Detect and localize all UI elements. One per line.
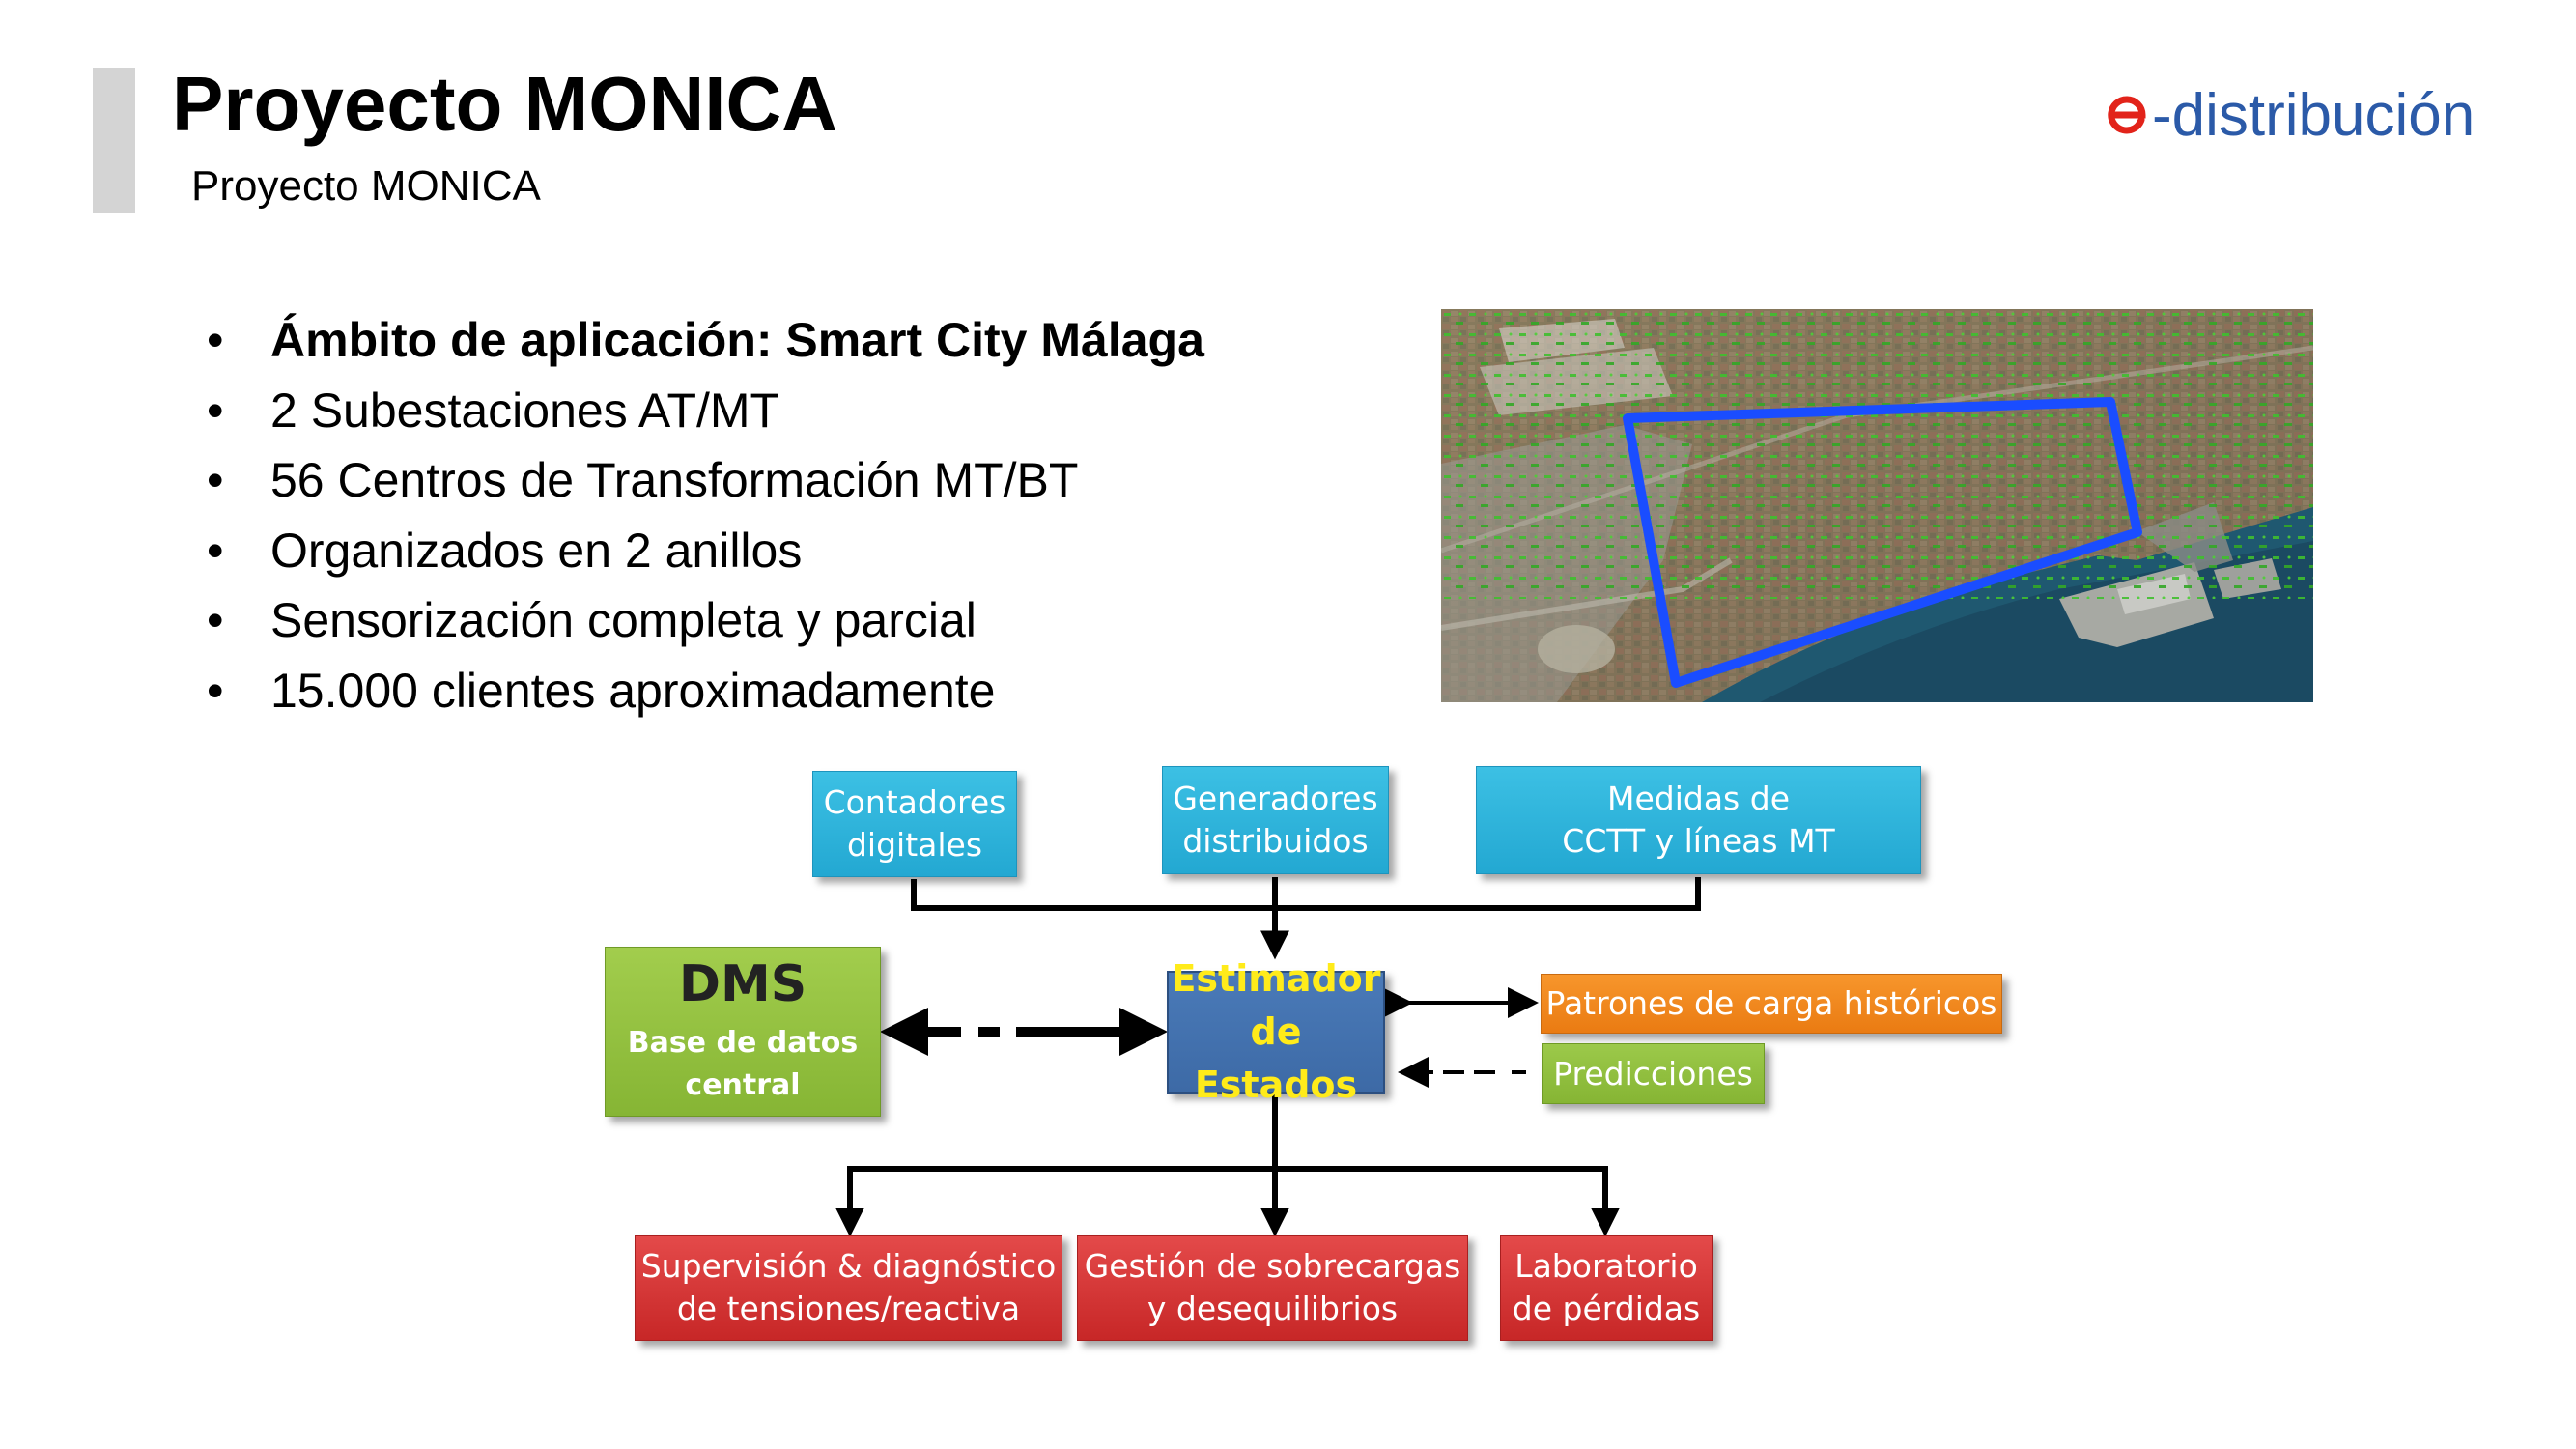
box-label-line: de tensiones/reactiva — [676, 1290, 1021, 1327]
bullet-item: • Organizados en 2 anillos — [207, 516, 1204, 586]
logo-e-icon — [2108, 96, 2146, 134]
bullet-dot: • — [207, 593, 224, 647]
bullet-item: • Ámbito de aplicación: Smart City Málaga — [207, 305, 1204, 376]
contadores-digitales-box: Contadores digitales — [812, 771, 1017, 877]
map-graphic — [1441, 309, 2313, 702]
patrones-carga-box: Patrones de carga históricos — [1541, 974, 2002, 1034]
box-label-line: Estimador — [1171, 956, 1381, 1000]
box-label-line: digitales — [846, 826, 983, 864]
medidas-cctt-box: Medidas de CCTT y líneas MT — [1476, 766, 1921, 874]
dms-subtitle: Base de datos central — [628, 1022, 859, 1106]
laboratorio-perdidas-box: Laboratorio de pérdidas — [1500, 1235, 1713, 1341]
box-label-line: Base de datos — [627, 1026, 859, 1061]
bullet-dot: • — [207, 313, 224, 367]
predicciones-box: Predicciones — [1542, 1043, 1765, 1104]
box-label-line: central — [685, 1067, 801, 1102]
bullet-dot: • — [207, 383, 224, 438]
page-title: Proyecto MONICA — [172, 61, 837, 147]
bullet-item: • Sensorización completa y parcial — [207, 585, 1204, 656]
page-subtitle: Proyecto MONICA — [191, 162, 541, 210]
satellite-map-image — [1441, 309, 2313, 702]
bullet-item: • 2 Subestaciones AT/MT — [207, 376, 1204, 446]
dms-title: DMS — [678, 954, 807, 1013]
dms-box: DMS Base de datos central — [605, 947, 881, 1117]
generadores-distribuidos-box: Generadores distribuidos — [1162, 766, 1389, 874]
box-label-line: Laboratorio — [1514, 1247, 1698, 1286]
bullet-dot: • — [207, 523, 224, 578]
box-label-line: Generadores — [1173, 780, 1378, 818]
box-label-line: CCTT y líneas MT — [1562, 822, 1835, 860]
bullet-text: 56 Centros de Transformación MT/BT — [270, 453, 1079, 507]
box-label-line: Predicciones — [1553, 1054, 1753, 1093]
title-accent-bar — [93, 68, 135, 213]
box-label-line: de pérdidas — [1512, 1290, 1701, 1327]
estimador-estados-box: Estimador de Estados — [1167, 957, 1385, 1106]
bullet-text: Ámbito de aplicación: Smart City Málaga — [270, 313, 1204, 367]
bullet-dot: • — [207, 663, 224, 718]
bullet-item: • 15.000 clientes aproximadamente — [207, 656, 1204, 726]
box-label-line: y desequilibrios — [1146, 1290, 1399, 1327]
bullet-text: 2 Subestaciones AT/MT — [270, 383, 780, 438]
bullet-dot: • — [207, 453, 224, 507]
box-label-line: Supervisión & diagnóstico — [640, 1247, 1057, 1286]
box-label-line: distribuidos — [1182, 822, 1369, 860]
box-label-line: Patrones de carga históricos — [1545, 984, 1997, 1023]
bullet-text: Sensorización completa y parcial — [270, 593, 977, 647]
box-label-line: de Estados — [1194, 1009, 1358, 1107]
box-label-line: Contadores — [823, 783, 1006, 822]
bullet-text: 15.000 clientes aproximadamente — [270, 663, 996, 718]
gestion-sobrecargas-box: Gestión de sobrecargas y desequilibrios — [1077, 1235, 1468, 1341]
bullet-list: • Ámbito de aplicación: Smart City Málaga… — [207, 305, 1204, 725]
logo-text: -distribución — [2152, 81, 2476, 149]
bullet-item: • 56 Centros de Transformación MT/BT — [207, 445, 1204, 516]
e-distribucion-logo: -distribución — [2106, 81, 2475, 149]
box-label-line: Medidas de — [1607, 780, 1790, 818]
box-label-line: Gestión de sobrecargas — [1084, 1247, 1461, 1286]
supervision-diagnostico-box: Supervisión & diagnóstico de tensiones/r… — [635, 1235, 1062, 1341]
connector-contadores — [911, 877, 1701, 911]
bullet-text: Organizados en 2 anillos — [270, 523, 803, 578]
